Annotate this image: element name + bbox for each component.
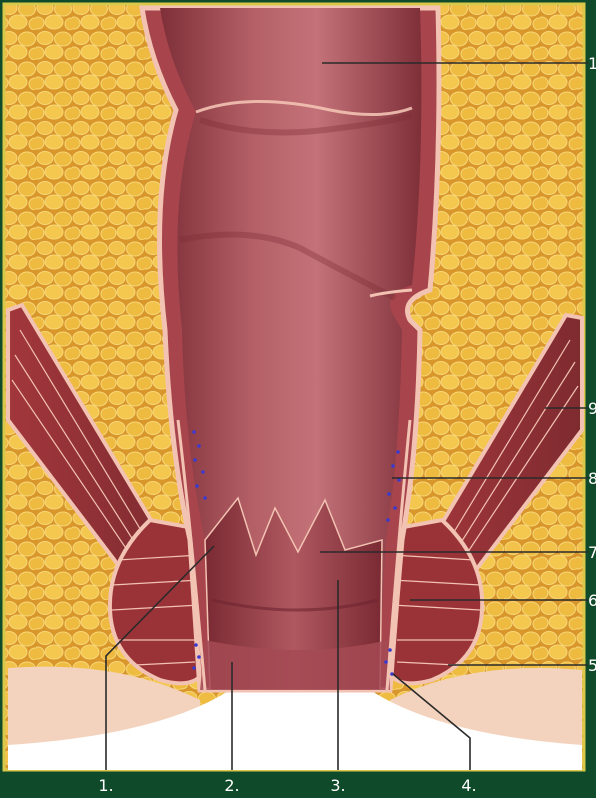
label-4: 4. — [449, 777, 489, 795]
label-8: 8 — [588, 470, 596, 488]
label-1-right: 1 — [588, 55, 596, 73]
label-5: 5 — [588, 657, 596, 675]
label-7: 7 — [588, 544, 596, 562]
label-6: 6 — [588, 592, 596, 610]
label-1-bottom: 1. — [86, 777, 126, 795]
label-3: 3. — [318, 777, 358, 795]
label-2: 2. — [212, 777, 252, 795]
label-9: 9 — [588, 400, 596, 418]
